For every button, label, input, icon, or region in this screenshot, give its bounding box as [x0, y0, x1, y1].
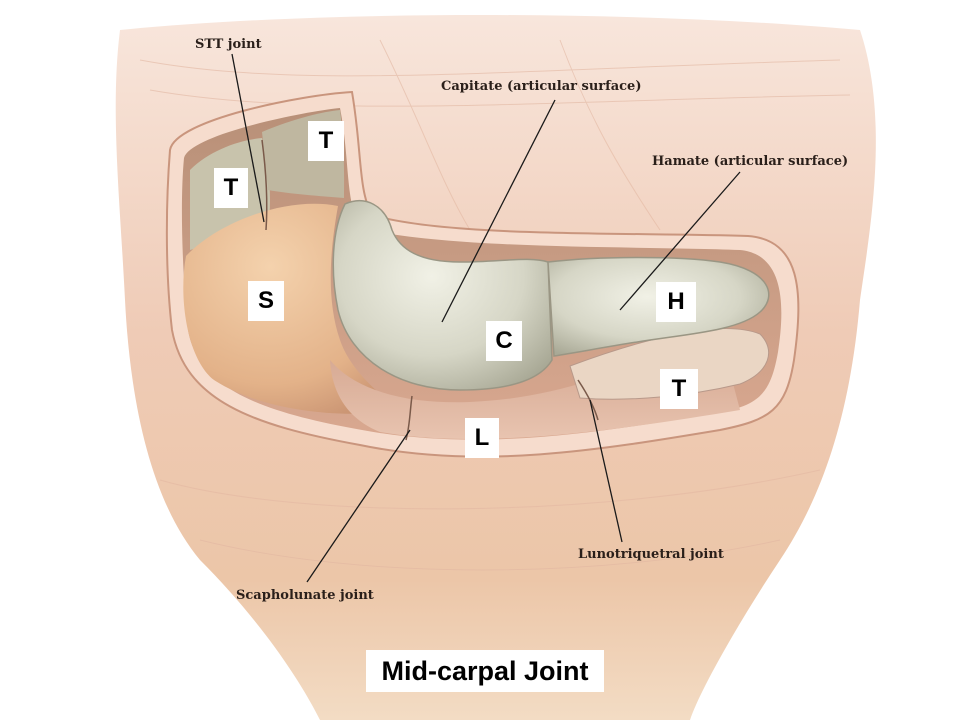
stt-joint-callout: STT joint: [195, 37, 262, 52]
hamate-callout: Hamate (articular surface): [652, 154, 849, 169]
triquetrum-label: T: [660, 369, 698, 409]
trapezoid-label: T: [308, 121, 344, 161]
capitate-label: C: [486, 321, 522, 361]
scaphoid-label: S: [248, 281, 284, 321]
scapholunate-callout: Scapholunate joint: [236, 588, 374, 603]
leader-scapholunate: [306, 429, 411, 583]
leader-hamate: [619, 171, 741, 311]
hamate-label: H: [656, 282, 696, 322]
leader-stt: [231, 53, 265, 223]
lunate-label: L: [465, 418, 499, 458]
lunotriquetral-callout: Lunotriquetral joint: [578, 547, 724, 562]
capitate-callout: Capitate (articular surface): [441, 79, 642, 94]
figure-title: Mid-carpal Joint: [366, 650, 604, 692]
leader-lunotriquetral: [589, 399, 623, 543]
scaphoid: [183, 203, 400, 414]
leader-capitate: [441, 99, 556, 323]
trapezium-label: T: [214, 168, 248, 208]
